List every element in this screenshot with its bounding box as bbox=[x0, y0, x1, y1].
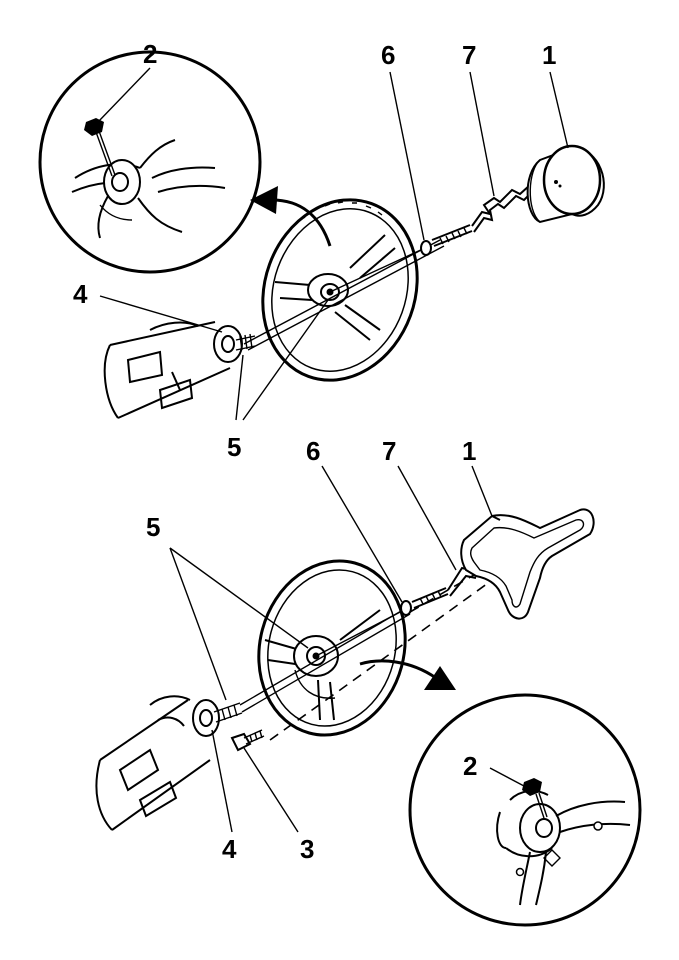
bottom-assembly bbox=[95, 465, 642, 927]
bottom-wheel-connector bbox=[400, 600, 412, 616]
top-steering-column bbox=[103, 321, 256, 419]
bottom-coil-lead bbox=[411, 566, 477, 609]
bottom-label-2: 2 bbox=[463, 751, 477, 781]
top-leader-lines bbox=[97, 67, 569, 421]
bottom-label-4: 4 bbox=[222, 834, 237, 864]
bottom-label-3: 3 bbox=[300, 834, 314, 864]
bottom-airbag-module bbox=[460, 508, 595, 620]
bottom-label-1: 1 bbox=[462, 436, 476, 466]
top-assembly bbox=[38, 50, 605, 421]
top-steering-wheel bbox=[261, 198, 419, 382]
bottom-bolt bbox=[230, 729, 265, 752]
top-label-4: 4 bbox=[73, 279, 88, 309]
bottom-steering-column bbox=[95, 695, 243, 831]
callout-labels: 2 6 7 1 4 5 6 7 1 5 2 4 3 bbox=[73, 39, 556, 864]
top-label-7: 7 bbox=[462, 40, 476, 70]
top-label-1: 1 bbox=[542, 40, 556, 70]
top-coil-lead bbox=[431, 184, 535, 247]
bottom-label-5: 5 bbox=[146, 512, 160, 542]
top-detail-arrow bbox=[250, 186, 332, 247]
bottom-leader-lines bbox=[169, 465, 525, 833]
bottom-label-6: 6 bbox=[306, 436, 320, 466]
top-label-5: 5 bbox=[227, 432, 241, 462]
top-wheel-connector bbox=[420, 240, 432, 256]
bottom-detail-arrow bbox=[359, 659, 456, 690]
bottom-detail-circle bbox=[408, 693, 642, 927]
top-detail-circle bbox=[38, 50, 262, 274]
top-label-2: 2 bbox=[143, 39, 157, 69]
top-label-6: 6 bbox=[381, 40, 395, 70]
top-airbag-module bbox=[526, 144, 605, 224]
bottom-label-7: 7 bbox=[382, 436, 396, 466]
top-lead-rod bbox=[243, 239, 445, 351]
